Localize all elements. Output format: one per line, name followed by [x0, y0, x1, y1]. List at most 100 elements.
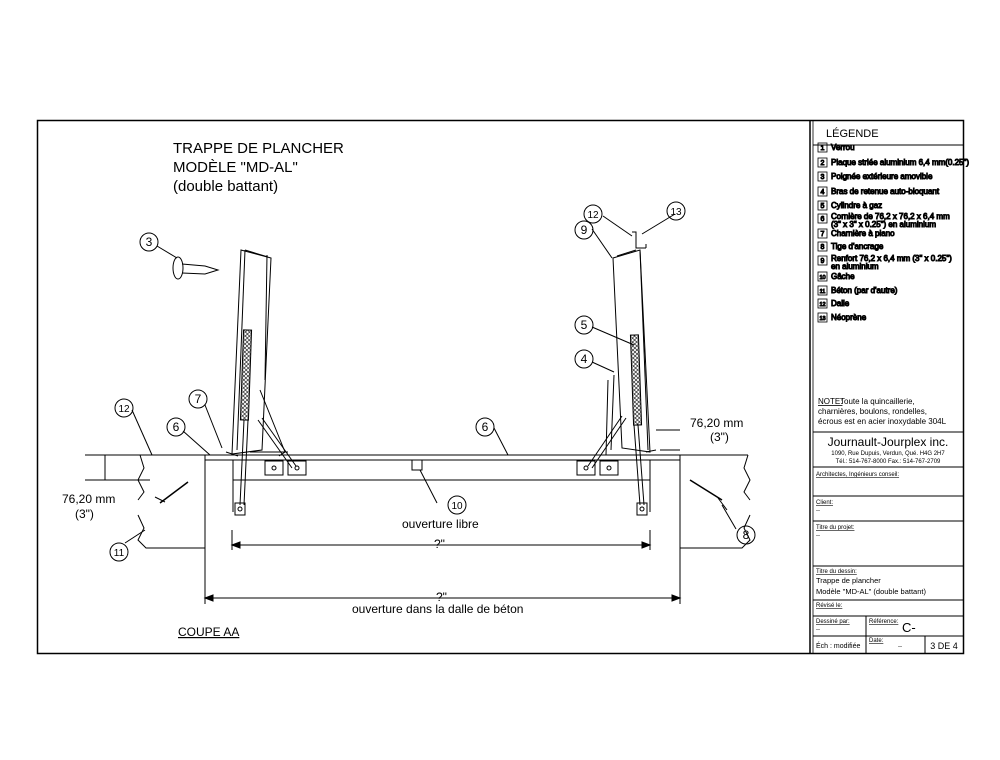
legend-heading: LÉGENDE [826, 127, 879, 140]
legend-item-10-text: Gâche [831, 272, 855, 281]
legend-note-line-2: charnières, boulons, rondelles, [818, 407, 927, 416]
client-label: Client: [816, 500, 833, 506]
legend-item-4-number: 4 [821, 189, 825, 196]
right-door-leaf [596, 249, 657, 456]
drawing-title-value-1: Trappe de plancher [816, 576, 881, 585]
sheet-number: 3 DE 4 [930, 641, 958, 651]
dim-slab-mm-right: 76,20 mm [690, 416, 743, 430]
legend-item-2-box [817, 157, 828, 168]
callout-5: 5 [581, 318, 588, 332]
legend-item-5-box [817, 200, 828, 211]
legend-item-5-text: Cylindre à gaz [831, 201, 882, 210]
legend-item-2-text: Plaque striée aluminium 6,4 mm(0.25") [831, 158, 969, 167]
project-label: Titre du projet: [816, 525, 855, 531]
project-value: -- [816, 533, 820, 539]
legend-item-12-number: 12 [819, 302, 825, 308]
dim-concrete-value: ?" [436, 590, 447, 604]
callout-6-middle: 6 [482, 420, 489, 434]
legend-item-11-number: 11 [820, 289, 826, 295]
legend-item-11-box [817, 285, 828, 296]
architect-label: Architectes, Ingénieurs conseil: [816, 472, 899, 478]
legend-item-8-box [817, 241, 828, 252]
reference-value: C- [902, 620, 916, 635]
legend-item-9-text-2: en aluminium [831, 262, 879, 271]
callout-9: 9 [581, 223, 588, 237]
legend-item-6-text-2: (3" x 3" x 0.25") en aluminium [831, 220, 936, 229]
drawn-by-value: -- [816, 627, 820, 633]
callout-12-left: 12 [118, 404, 130, 415]
callout-8: 8 [743, 528, 750, 542]
legend-item-13-box [817, 312, 828, 323]
dimension-lines [85, 429, 682, 604]
sheet-border [36, 119, 965, 655]
company-name: Journault-Jourplex inc. [828, 435, 949, 449]
company-phone: Tél.: 514-767-8000 Fax.: 514-767-2709 [836, 459, 941, 465]
client-value: -- [816, 508, 820, 514]
legend-item-4-text: Bras de retenue auto-bloquant [831, 187, 940, 196]
legend-item-3-box [817, 171, 828, 182]
right-gas-cylinder [629, 334, 648, 516]
legend-item-6-text: Cornière de 76,2 x 76,2 x 6,4 mm [831, 212, 950, 221]
callout-4: 4 [581, 352, 588, 366]
legend-item-3-text: Poignée extérieure amovible [831, 172, 933, 181]
legend-item-6-box [817, 213, 828, 224]
callout-12-right: 12 [587, 210, 599, 221]
callout-10: 10 [451, 501, 463, 512]
right-concrete-slab [656, 454, 751, 549]
legend-item-12-text: Dalle [831, 299, 850, 308]
callout-leaders [124, 213, 737, 544]
callout-3: 3 [146, 235, 153, 249]
legend-item-9-box [817, 255, 828, 266]
reference-label: Référence: [869, 619, 899, 625]
callout-6-left: 6 [173, 420, 180, 434]
legend-item-13-text: Néoprène [831, 313, 867, 322]
legend-item-1-number: 1 [821, 145, 825, 152]
callout-13: 13 [670, 207, 682, 218]
legend-item-7-text: Charnière à piano [831, 229, 895, 238]
legend-note-line-3: écrous est en acier inoxydable 304L [818, 417, 947, 426]
drawing-title-line-3: (double battant) [173, 178, 278, 195]
right-retaining-arm [587, 415, 627, 469]
left-concrete-slab [137, 454, 228, 549]
removable-handle [172, 256, 220, 280]
frame-angles [205, 454, 680, 512]
drawn-by-label: Dessiné par: [816, 619, 850, 625]
legend-item-10-box [817, 271, 828, 282]
drawing-title-line-2: MODÈLE "MD-AL" [173, 159, 298, 176]
legend-item-13-number: 13 [819, 316, 825, 322]
legend-item-3-number: 3 [821, 174, 825, 181]
legend-item-6-number: 6 [821, 216, 825, 223]
dim-clear-label: ouverture libre [402, 517, 479, 531]
scale-label: Éch : modifiée [816, 641, 860, 650]
legend-item-1-text: Verrou [831, 143, 855, 152]
legend-note-label: NOTE: [818, 397, 842, 406]
legend-item-7-box [817, 228, 828, 239]
legend-item-8-number: 8 [821, 244, 825, 251]
title-block-grid [813, 144, 963, 654]
dim-concrete-label: ouverture dans la dalle de béton [352, 602, 523, 616]
dim-clear-value: ?" [434, 537, 445, 551]
callout-11: 11 [114, 548, 125, 559]
legend-item-11-text: Béton (par d'autre) [831, 286, 898, 295]
drawing-title-line-1: TRAPPE DE PLANCHER [173, 140, 344, 157]
dim-slab-in-left: (3") [75, 507, 94, 521]
legend-item-1-box [817, 142, 828, 153]
hinge-brackets [264, 460, 619, 476]
section-label: COUPE AA [178, 625, 239, 639]
dim-slab-in-right: (3") [710, 430, 729, 444]
legend-item-7-number: 7 [821, 231, 825, 238]
left-gas-cylinder [234, 329, 253, 516]
left-retaining-arm [257, 417, 297, 469]
date-value: -- [898, 644, 902, 650]
company-address: 1090, Rue Dupuis, Verdun, Qué. H4G 2H7 [831, 451, 945, 457]
legend-item-8-text: Tige d'ancrage [831, 242, 884, 251]
left-door-leaf [225, 249, 288, 457]
legend-item-4-box [817, 186, 828, 197]
revised-label: Révisé le: [816, 603, 843, 609]
legend-item-10-number: 10 [819, 275, 825, 281]
legend-item-12-box [817, 298, 828, 309]
callout-7: 7 [195, 392, 202, 406]
date-label: Date: [869, 638, 884, 644]
